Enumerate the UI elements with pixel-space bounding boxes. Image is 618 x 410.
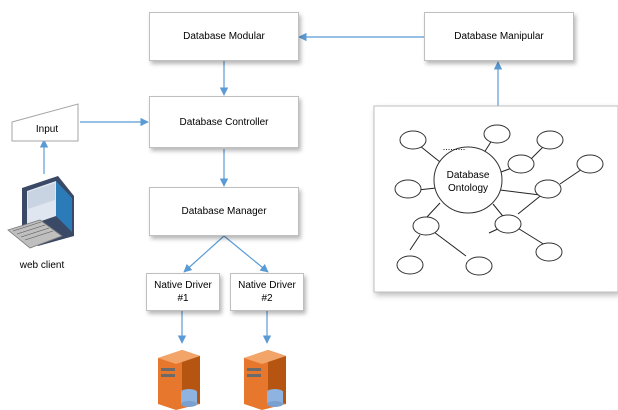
database-manager-box: Database Manager [149, 187, 299, 236]
ontology-node [483, 124, 511, 144]
ontology-center-line2: Ontology [448, 183, 488, 194]
input-label: Input [35, 124, 59, 135]
ontology-node [396, 255, 424, 275]
database-manager-label: Database Manager [181, 206, 267, 217]
ontology-ellipsis: ......... [443, 142, 466, 152]
server-icon [158, 350, 200, 410]
database-controller-box: Database Controller [149, 96, 299, 148]
ontology-nodes [394, 124, 604, 276]
ontology-node [536, 130, 564, 150]
database-manipular-box: Database Manipular [424, 12, 574, 61]
ontology-node [576, 154, 604, 174]
ontology-node [412, 216, 440, 236]
ontology-node [465, 256, 493, 276]
ontology-node [399, 130, 427, 150]
server-icon [244, 350, 286, 410]
ontology-node [394, 179, 422, 199]
native-driver-1-line1: Native Driver [154, 280, 212, 291]
native-driver-1-line2: #1 [177, 293, 189, 304]
native-driver-2-line1: Native Driver [238, 280, 296, 291]
web-client-label: web client [19, 260, 65, 271]
native-driver-2-box: Native Driver #2 [230, 273, 304, 311]
native-driver-1-box: Native Driver #1 [146, 273, 220, 311]
input-shape [11, 103, 79, 142]
ontology-node [507, 154, 535, 174]
arrow-manager-to-driver2 [223, 235, 269, 273]
ontology-node [534, 179, 562, 199]
database-modular-box: Database Modular [149, 12, 299, 61]
computer-icon [7, 176, 74, 249]
ontology-node [535, 242, 563, 262]
native-driver-2-line2: #2 [261, 293, 273, 304]
database-controller-label: Database Controller [179, 116, 269, 128]
database-manipular-label: Database Manipular [454, 31, 544, 42]
database-modular-label: Database Modular [183, 31, 265, 42]
ontology-center-node [433, 146, 503, 214]
ontology-node [494, 214, 522, 234]
arrow-manager-to-driver1 [183, 235, 225, 273]
ontology-center-line1: Database [447, 170, 490, 181]
